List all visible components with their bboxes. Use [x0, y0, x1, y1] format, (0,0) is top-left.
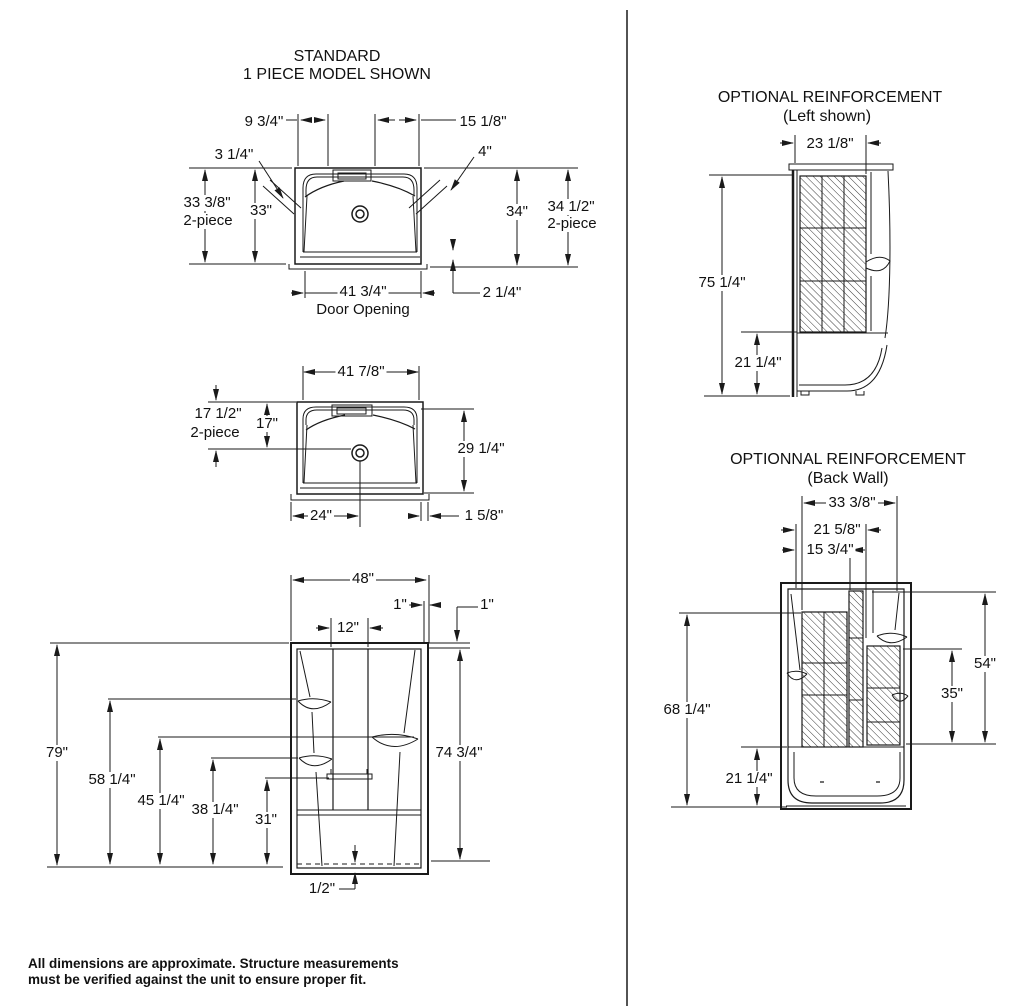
- plan-view-drawing: [262, 167, 448, 270]
- plan-view-dimensions: [189, 114, 578, 298]
- left-reinforcement-drawing: [788, 163, 894, 397]
- dim-mid-drain-2piece: 17 1/2": [192, 405, 244, 422]
- back-reinforcement-title-line2: (Back Wall): [807, 470, 889, 487]
- dim-mid-flange: 1 5/8": [462, 507, 506, 524]
- left-reinforcement-title-line1: OPTIONAL REINFORCEMENT: [717, 89, 943, 106]
- dim-plan-corner-right: 4": [476, 143, 494, 160]
- left-reinforcement-title-line2: (Left shown): [782, 108, 872, 125]
- dim-front-top-gap: 1": [478, 596, 496, 613]
- dim-plan-door-opening: 41 3/4": [337, 283, 389, 300]
- dim-plan-overall-depth-2piece-note: 2-piece: [545, 215, 599, 232]
- dim-left-reinf-width: 23 1/8": [804, 135, 856, 152]
- dim-plan-head-offset-left: 9 3/4": [242, 113, 286, 130]
- dim-front-threshold: 1/2": [306, 880, 338, 897]
- dim-mid-width: 41 7/8": [335, 363, 387, 380]
- mid-view-dimensions: [208, 366, 474, 521]
- front-view-drawing: [290, 642, 429, 875]
- dim-back-reinf-base-height: 21 1/4": [723, 770, 775, 787]
- dim-back-reinf-right-inner-height: 35": [938, 685, 966, 702]
- footnote-line2: must be verified against the unit to ens…: [28, 972, 367, 987]
- plan-title-line1: STANDARD: [293, 48, 381, 65]
- plan-title-line2: 1 PIECE MODEL SHOWN: [243, 66, 431, 83]
- dim-back-reinf-inner-width: 15 3/4": [804, 541, 856, 558]
- dim-front-inner-height: 74 3/4": [433, 744, 485, 761]
- dim-front-width: 48": [349, 570, 377, 587]
- dim-back-reinf-left-height: 68 1/4": [661, 701, 713, 718]
- back-reinforcement-drawing: [780, 582, 912, 810]
- dim-mid-drain-1piece: 17": [253, 415, 281, 432]
- dim-plan-corner-left: 3 1/4": [212, 146, 256, 163]
- dim-front-side-gap: 1": [391, 596, 409, 613]
- dim-plan-depth-2piece: 33 3/8": [181, 194, 233, 211]
- mid-view-drawing: [208, 401, 430, 527]
- dim-plan-head-offset-right: 15 1/8": [457, 113, 509, 130]
- dim-mid-depth: 29 1/4": [455, 440, 507, 457]
- dim-plan-depth-2piece-note: 2-piece: [181, 212, 235, 229]
- front-view-dimensions: [47, 575, 490, 890]
- dim-front-grab-bar: 31": [252, 811, 280, 828]
- dim-mid-drain-2piece-note: 2-piece: [188, 424, 242, 441]
- dim-back-reinf-overall-width: 33 3/8": [826, 494, 878, 511]
- dim-back-reinf-mid-width: 21 5/8": [811, 521, 863, 538]
- dim-plan-depth-1piece: 33": [247, 202, 275, 219]
- dim-front-overall-height: 79": [43, 744, 71, 761]
- dim-plan-overall-depth: 34": [503, 203, 531, 220]
- footnote-line1: All dimensions are approximate. Structur…: [28, 956, 399, 971]
- dim-plan-overall-depth-2piece: 34 1/2": [545, 198, 597, 215]
- dim-plan-sill: 2 1/4": [480, 284, 524, 301]
- dim-front-shelf-lower-left: 38 1/4": [189, 801, 241, 818]
- back-reinforcement-title-line1: OPTIONNAL REINFORCEMENT: [730, 451, 966, 468]
- dim-left-reinf-height: 75 1/4": [696, 274, 748, 291]
- dim-front-shelf-right: 45 1/4": [135, 792, 187, 809]
- dim-back-reinf-right-outer-height: 54": [971, 655, 999, 672]
- dim-front-shelf-upper-left: 58 1/4": [86, 771, 138, 788]
- dim-plan-door-opening-label: Door Opening: [314, 301, 412, 318]
- dim-left-reinf-base-height: 21 1/4": [732, 354, 784, 371]
- back-reinforcement-dimensions: [671, 496, 996, 808]
- dim-front-column-width: 12": [334, 619, 362, 636]
- dim-mid-drain-offset: 24": [307, 507, 335, 524]
